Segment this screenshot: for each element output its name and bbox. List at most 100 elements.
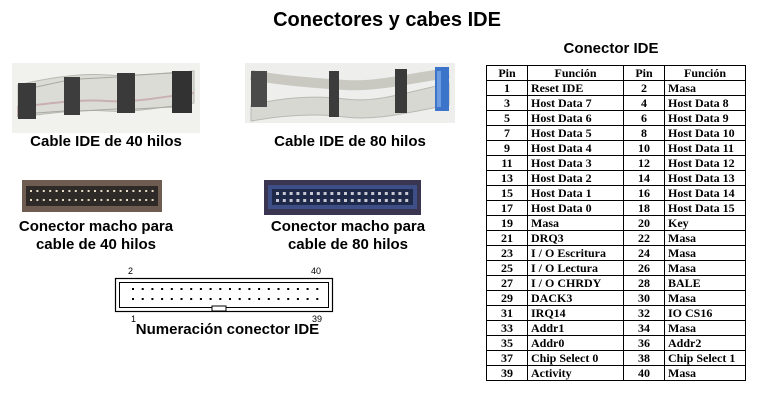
- pin-number: 2: [623, 80, 665, 96]
- connector-pin: [62, 190, 64, 192]
- connector-pin: [316, 199, 320, 202]
- diagram-label-bottom-right: 39: [312, 314, 323, 324]
- connector-pin: [405, 192, 409, 195]
- cable-80-photo: [245, 63, 455, 123]
- pin-number: 14: [623, 170, 665, 186]
- pin-function: Host Data 9: [664, 110, 746, 126]
- pin-function: Host Data 5: [527, 125, 624, 141]
- connector-pin: [138, 199, 141, 201]
- pin-number: 40: [623, 365, 665, 381]
- pin-number: 16: [623, 185, 665, 201]
- connector-pin: [357, 192, 361, 195]
- diagram-pin: [316, 288, 319, 290]
- connector-pin: [282, 192, 286, 195]
- connector-pin: [81, 199, 84, 201]
- diagram-pin: [306, 288, 309, 290]
- connector-pin: [384, 192, 388, 195]
- connector-pin: [337, 199, 341, 202]
- connector-pin: [378, 192, 381, 195]
- diagram-pin: [248, 298, 251, 300]
- cable-40-caption: Cable IDE de 40 hilos: [30, 133, 182, 150]
- pin-function: Reset IDE: [527, 80, 624, 96]
- connector-pin: [36, 199, 39, 201]
- pin-number: 36: [623, 335, 665, 351]
- diagram-pin: [199, 288, 202, 290]
- pin-number: 35: [486, 335, 528, 351]
- connector-pin: [330, 199, 334, 202]
- connector-pin: [289, 192, 293, 195]
- pin-function: I / O Escritura: [527, 245, 624, 261]
- pin-function: Addr1: [527, 320, 624, 336]
- connector-pin: [49, 190, 52, 192]
- diagram-pin: [219, 288, 222, 290]
- pin-number: 12: [623, 155, 665, 171]
- pin-function: I / O Lectura: [527, 260, 624, 276]
- connector-pin: [106, 199, 109, 201]
- pin-function: Host Data 4: [527, 140, 624, 156]
- connector-pin: [282, 199, 286, 202]
- connector-pin: [357, 199, 361, 202]
- connector-pin: [323, 192, 327, 195]
- connector-pin: [330, 192, 334, 195]
- pin-function: Masa: [664, 80, 746, 96]
- connector-pin: [126, 199, 128, 201]
- connector-pin: [106, 190, 109, 192]
- connector-pin: [384, 199, 388, 202]
- diagram-pin: [238, 288, 241, 290]
- header-pin: Pin: [623, 65, 665, 81]
- pin-function: Masa: [664, 320, 746, 336]
- header-function: Función: [527, 65, 624, 81]
- connector-pin: [42, 199, 45, 201]
- pin-function: Host Data 0: [527, 200, 624, 216]
- diagram-pin: [161, 288, 164, 290]
- connector-40-photo: [22, 180, 162, 212]
- pin-number: 19: [486, 215, 528, 231]
- connector-pin: [87, 190, 90, 192]
- connector-pin: [371, 192, 375, 195]
- diagram-pin: [267, 288, 270, 290]
- pin-function: Masa: [664, 290, 746, 306]
- pin-function: Host Data 10: [664, 125, 746, 141]
- connector-pin: [94, 199, 96, 201]
- diagram-pin: [287, 288, 290, 290]
- connector-pin: [113, 190, 116, 192]
- connector-pin: [310, 192, 313, 195]
- connector-pin: [337, 192, 341, 195]
- connector-pin: [126, 190, 128, 192]
- pin-function: Masa: [527, 215, 624, 231]
- table-header-row: Pin Función Pin Función: [486, 65, 746, 81]
- connector-pin: [74, 190, 77, 192]
- diagram-pin: [209, 298, 212, 300]
- connector-pin: [276, 199, 279, 202]
- connector-pin: [36, 190, 39, 192]
- pin-number: 39: [486, 365, 528, 381]
- header-function: Función: [664, 65, 746, 81]
- pin-number: 20: [623, 215, 665, 231]
- numbering-caption: Numeración conector IDE: [135, 321, 320, 338]
- diagram-pin: [141, 288, 144, 290]
- connector-pin: [378, 199, 381, 202]
- connector-pin: [364, 199, 368, 202]
- pin-number: 1: [486, 80, 528, 96]
- diagram-pin: [180, 288, 183, 290]
- connector-pin: [87, 199, 90, 201]
- connector-pin: [145, 190, 148, 192]
- connector-pin: [30, 190, 32, 192]
- connector-pin: [145, 199, 148, 201]
- connector-pin: [119, 199, 122, 201]
- connector-pin: [55, 199, 58, 201]
- connector-pin: [391, 199, 395, 202]
- connector-pin: [42, 190, 45, 192]
- connector-pin: [49, 199, 52, 201]
- pin-number: 5: [486, 110, 528, 126]
- pin-function: Host Data 1: [527, 185, 624, 201]
